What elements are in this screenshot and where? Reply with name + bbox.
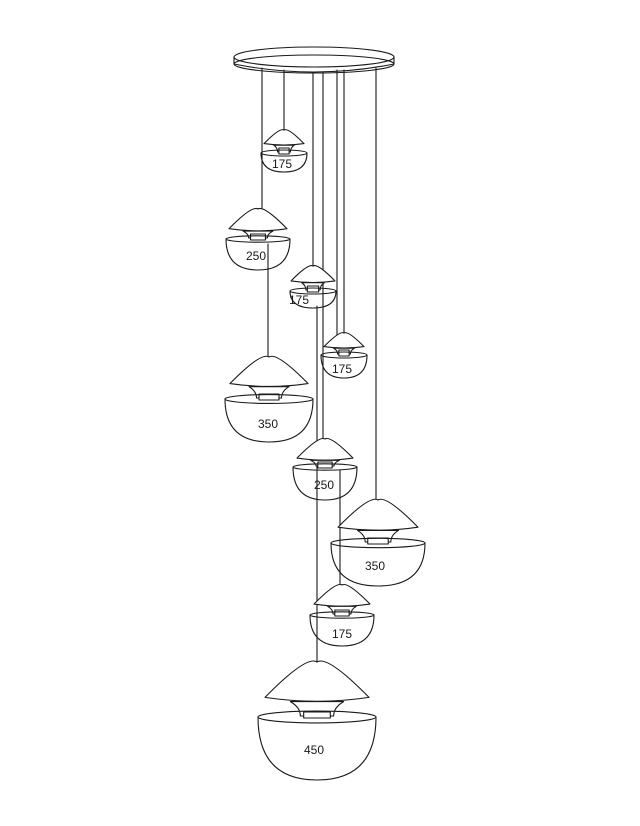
lamp-size-label: 450 [304, 743, 324, 757]
lamp-cap [337, 498, 419, 531]
lamp-socket [338, 349, 350, 357]
lamp-size-label: 250 [246, 249, 266, 263]
lamp-socket [303, 711, 331, 719]
lamp-socket [278, 147, 290, 155]
lamp-size-label: 175 [332, 362, 352, 376]
lamp-cap [296, 437, 354, 461]
lamp-bowl [289, 290, 337, 309]
lamp-cap [229, 355, 309, 387]
lamp-cap [290, 265, 336, 284]
lamp-size-label: 350 [365, 559, 385, 573]
lamp-bowl [224, 398, 314, 443]
lamp-bowl [292, 466, 358, 501]
lamp-socket [258, 393, 280, 401]
lamp-socket [367, 537, 389, 545]
lamp-cap [263, 129, 305, 146]
lamp-cap [313, 583, 371, 607]
pendant-lamp: 250 [292, 437, 358, 501]
lamp-socket [334, 609, 350, 617]
pendant-lamp: 175 [289, 265, 337, 309]
pendant-lamp: 175 [260, 129, 308, 173]
lamp-size-label: 175 [332, 627, 352, 641]
pendant-lamp: 250 [225, 207, 291, 271]
pendant-lamp: 350 [224, 355, 314, 443]
pendant-lamp: 175 [309, 583, 375, 647]
lamp-bowl [320, 354, 368, 379]
lamp-size-label: 250 [314, 478, 334, 492]
lamp-socket [317, 461, 333, 469]
pendant-lamp: 450 [257, 660, 377, 781]
lamp-bowl [330, 542, 426, 587]
lamps-layer: 175 250 175 175 350 250 350 175 450 [224, 129, 426, 781]
lamp-socket [306, 285, 320, 293]
pendant-lamp: 350 [330, 498, 426, 587]
lamp-bowl [260, 152, 308, 173]
lamp-bowl [309, 614, 375, 647]
lamp-size-label: 350 [258, 417, 278, 431]
pendant-lamp: 175 [320, 332, 368, 379]
lamp-cap [323, 332, 365, 349]
ceiling-canopy [233, 46, 395, 74]
lamp-bowl [257, 716, 377, 781]
lamp-cap [264, 660, 370, 702]
lamp-cap [228, 207, 288, 232]
lamp-socket [250, 233, 266, 241]
lamp-bowl [225, 238, 291, 271]
lamp-size-label: 175 [289, 293, 309, 307]
lamp-size-label: 175 [272, 157, 292, 171]
